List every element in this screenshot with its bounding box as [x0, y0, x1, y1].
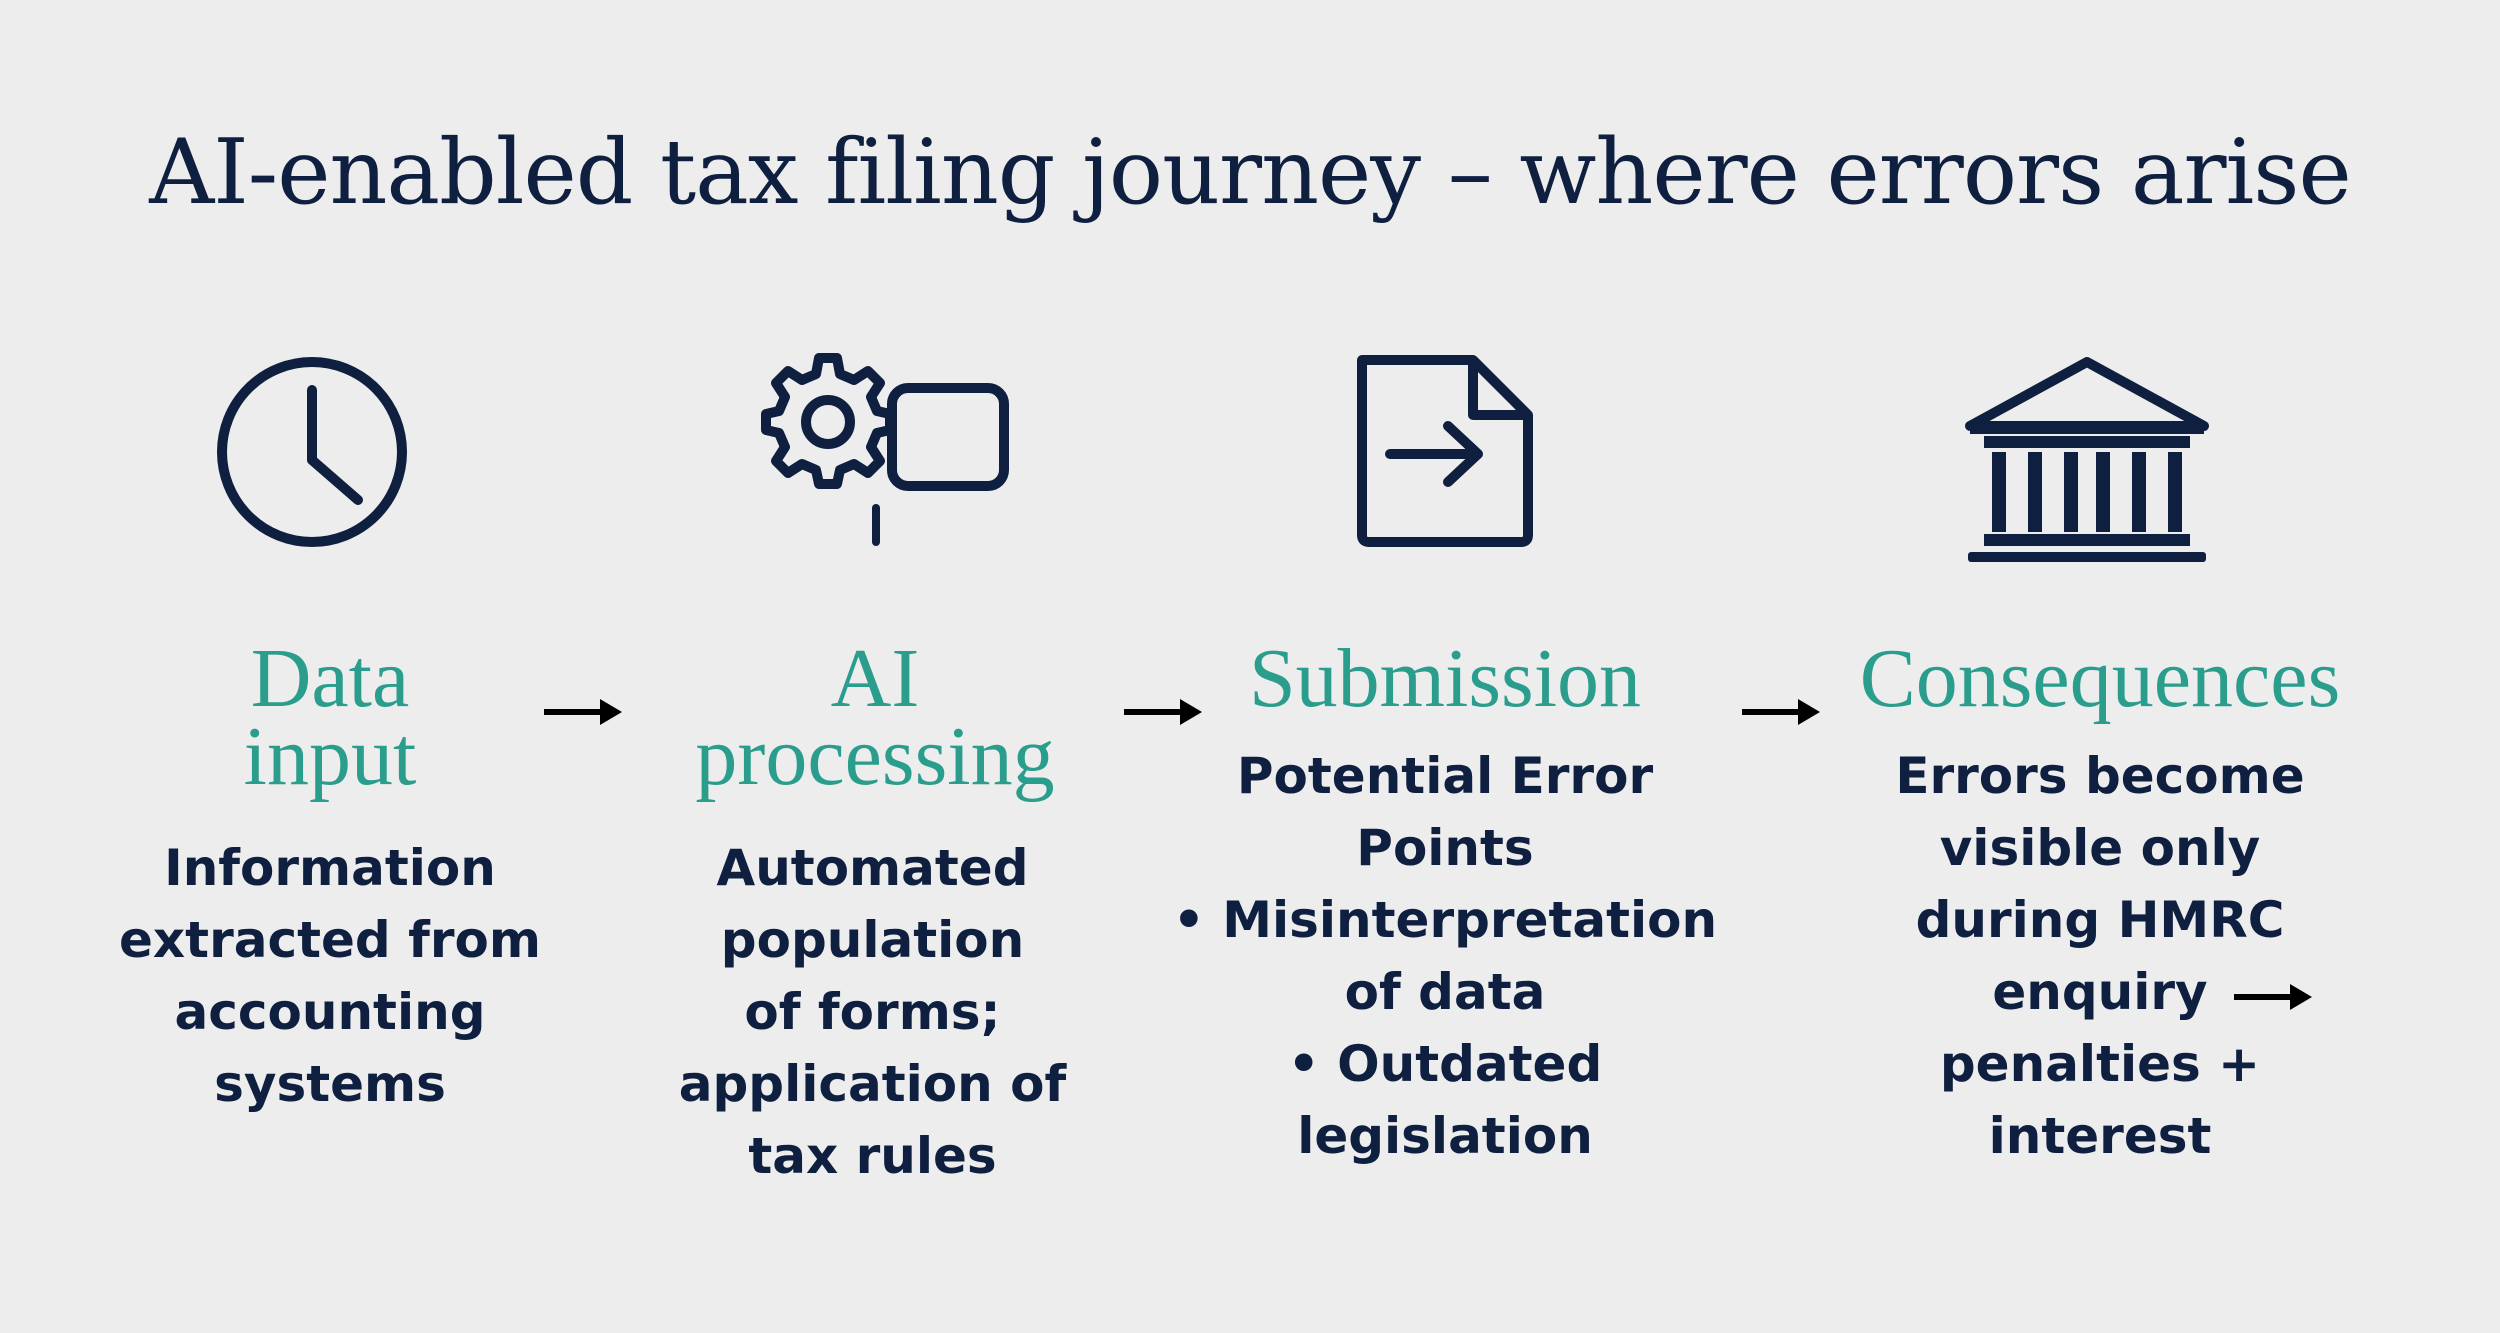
- page-title: AI-enabled tax filing journey – where er…: [149, 120, 2352, 225]
- step-text-data-input: Information extracted from accounting sy…: [119, 839, 541, 1113]
- error-points-heading-cont: Points: [1356, 819, 1534, 877]
- step-text-consequences: Errors become visible only during HMRC e…: [1895, 747, 2305, 1165]
- arrow-right-icon: [2234, 984, 2312, 1010]
- bank-building-icon: [1965, 357, 2209, 562]
- error-point-outdated: • Outdated: [1287, 1035, 1603, 1093]
- arrow-right-icon: [544, 699, 622, 725]
- error-point-misinterpretation: • Misinterpretation: [1172, 891, 1718, 949]
- arrow-right-icon: [1124, 699, 1202, 725]
- step-title-submission: Submission: [1248, 632, 1642, 725]
- arrow-right-icon: [1742, 699, 1820, 725]
- step-title-ai-processing: AI processing: [695, 632, 1055, 803]
- error-points-heading: Potential Error: [1236, 747, 1654, 805]
- step-title-data-input: Data input: [243, 632, 417, 803]
- step-text-ai-processing: Automated population of forms; applicati…: [678, 839, 1067, 1185]
- document-arrow-icon: [1357, 355, 1533, 547]
- clock-icon: [217, 357, 407, 547]
- step-title-consequences: Consequences: [1859, 632, 2341, 725]
- step-text-submission: Potential Error Points • Misinterpretati…: [1160, 740, 1730, 1172]
- gear-window-icon: [761, 353, 1009, 546]
